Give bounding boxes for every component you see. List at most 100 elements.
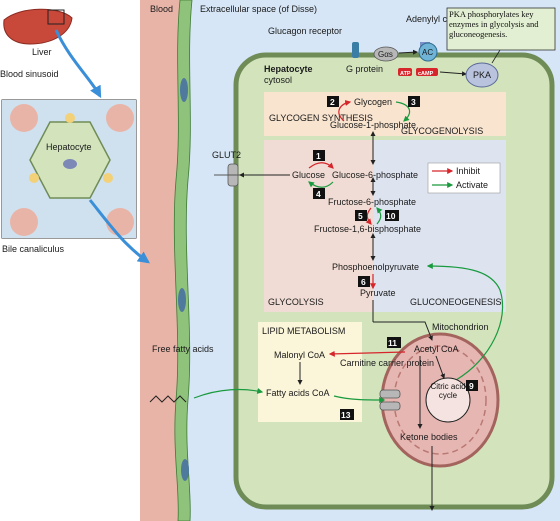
step5-inhibit-arrow: [365, 207, 372, 225]
pka-note-box: [446, 7, 556, 51]
svg-text:5: 5: [358, 211, 363, 221]
gas-label: Gαs: [378, 50, 393, 59]
bile-canaliculus-label: Bile canaliculus: [2, 244, 65, 254]
step-badge-4: 4: [313, 188, 325, 199]
glucagon-receptor-label: Glucagon receptor: [268, 26, 342, 36]
carnitine-carrier-icon: [379, 389, 401, 411]
f6p-label: Fructose-6-phosphate: [328, 197, 416, 207]
adenylyl-cyclase-label: Adenylyl cyclase: [406, 14, 473, 24]
glycogenolysis-label: GLYCOGENOLYSIS: [401, 126, 483, 136]
step-badge-5: 5: [355, 210, 367, 221]
step11-inhibit-arrow: [328, 350, 406, 357]
step-badge-11: 11: [387, 337, 401, 348]
svg-text:2: 2: [330, 97, 335, 107]
ketone-bodies-label: Ketone bodies: [400, 432, 458, 442]
gas-to-ac-arrow: [398, 49, 418, 55]
step1-inhibit-arrow: [308, 162, 334, 169]
step13-activate-arrow: [333, 395, 386, 403]
svg-text:4: 4: [316, 189, 321, 199]
mitochondrion-cristae: [393, 345, 487, 455]
pyruvate-label: Pyruvate: [360, 288, 396, 298]
ffa-uptake-arrow: [193, 388, 264, 399]
camp-icon: [416, 68, 438, 76]
g1p-label: Glucose-1-phosphate: [330, 120, 416, 130]
pka-note-text: PKA phosphorylates key enzymes in glycol…: [449, 9, 539, 39]
svg-text:3: 3: [411, 97, 416, 107]
legend-box: [427, 162, 501, 194]
liver-label: Liver: [32, 47, 52, 57]
liver-zoom-box: [47, 9, 65, 25]
atp-label: ATP: [400, 71, 411, 77]
acetyl-coa-label: Acetyl CoA: [414, 344, 459, 354]
step4-activate-arrow: [308, 181, 334, 188]
lipid-panel: [258, 322, 362, 422]
fatty-acid-chain-icon: [149, 395, 187, 403]
step-badge-9: 9: [466, 380, 478, 391]
hepatocyte-inset-label: Hepatocyte: [46, 142, 92, 152]
step10-activate-arrow: [376, 207, 383, 225]
glucose-label: Glucose: [292, 170, 325, 180]
blood-vessel: [140, 0, 182, 521]
carnitine-label: Carnitine carrier protein: [340, 358, 434, 368]
endothelial-nucleus: [181, 459, 189, 481]
g6p-label: Glucose-6-phosphate: [332, 170, 418, 180]
step-badge-2: 2: [327, 96, 339, 107]
pka-note: PKA phosphorylates key enzymes in glycol…: [449, 9, 539, 39]
pka-icon: [465, 62, 499, 88]
svg-text:9: 9: [469, 381, 474, 391]
gas-icon: [373, 46, 399, 62]
step-badge-10: 10: [385, 210, 399, 221]
camp-to-pka-arrow: [439, 71, 467, 77]
step9-activate-arrow: [426, 263, 504, 381]
endothelial-nucleus: [180, 78, 188, 102]
glycolysis-label: GLYCOLYSIS: [268, 297, 324, 307]
glycolysis-panel: [264, 140, 374, 312]
liver-icon: [3, 8, 73, 45]
glycogen-panel: [264, 92, 506, 136]
free-fatty-acids-label: Free fatty acids: [152, 344, 214, 354]
g-protein-label: G protein: [346, 64, 383, 74]
ac-icon: [418, 42, 438, 62]
malonyl-label: Malonyl CoA: [274, 350, 325, 360]
blood-sinusoid-label: Blood sinusoid: [0, 69, 59, 79]
acetyl-to-cycle-arrow: [435, 355, 445, 379]
endothelium: [173, 0, 193, 521]
pep-label: Phosphoenolpyruvate: [332, 262, 419, 272]
svg-text:6: 6: [361, 277, 366, 287]
mitochondrion-label: Mitochondrion: [432, 322, 489, 332]
svg-text:13: 13: [341, 410, 351, 420]
citric-acid-cycle: Citric acid cycle: [430, 382, 466, 400]
atp-icon: [398, 68, 412, 76]
gluconeogenesis-label: GLUCONEOGENESIS: [410, 297, 502, 307]
cytosol-label: cytosol: [264, 75, 292, 85]
step-badge-3: 3: [408, 96, 420, 107]
lipid-title: LIPID METABOLISM: [262, 326, 345, 336]
glycogen-label: Glycogen: [354, 97, 392, 107]
step3-activate-arrow: [395, 101, 411, 122]
glut2-label: GLUT2: [212, 150, 241, 160]
step-badge-6: 6: [358, 276, 370, 287]
glucagon-receptor-icon: [352, 42, 359, 58]
extracellular-label: Extracellular space (of Disse): [200, 4, 317, 14]
legend-activate-label: Activate: [456, 180, 488, 190]
liver-inset: [1, 8, 150, 264]
svg-text:10: 10: [386, 211, 396, 221]
pyruvate-to-acetyl-arrow: [373, 321, 433, 341]
fatty-acids-coa-label: Fatty acids CoA: [266, 388, 330, 398]
citric-acid-cycle-label: Citric acid cycle: [430, 382, 466, 400]
blood-label: Blood: [150, 4, 173, 14]
camp-label: cAMP: [418, 71, 434, 77]
pka-callout-line: [491, 49, 501, 64]
hepatocyte-title: Hepatocyte: [264, 64, 313, 74]
f16bp-label: Fructose-1,6-bisphosphate: [314, 224, 421, 234]
step-badge-13: 13: [340, 409, 354, 420]
citric-acid-cycle-circle: [425, 377, 471, 423]
legend-inhibit-label: Inhibit: [456, 166, 481, 176]
svg-text:1: 1: [316, 151, 321, 161]
step-badge-1: 1: [313, 150, 325, 161]
endothelial-nucleus: [178, 288, 186, 312]
svg-text:11: 11: [388, 338, 397, 348]
glycogen-synthesis-label: GLYCOGEN SYNTHESIS: [269, 113, 373, 123]
step2-inhibit-arrow: [338, 100, 352, 122]
